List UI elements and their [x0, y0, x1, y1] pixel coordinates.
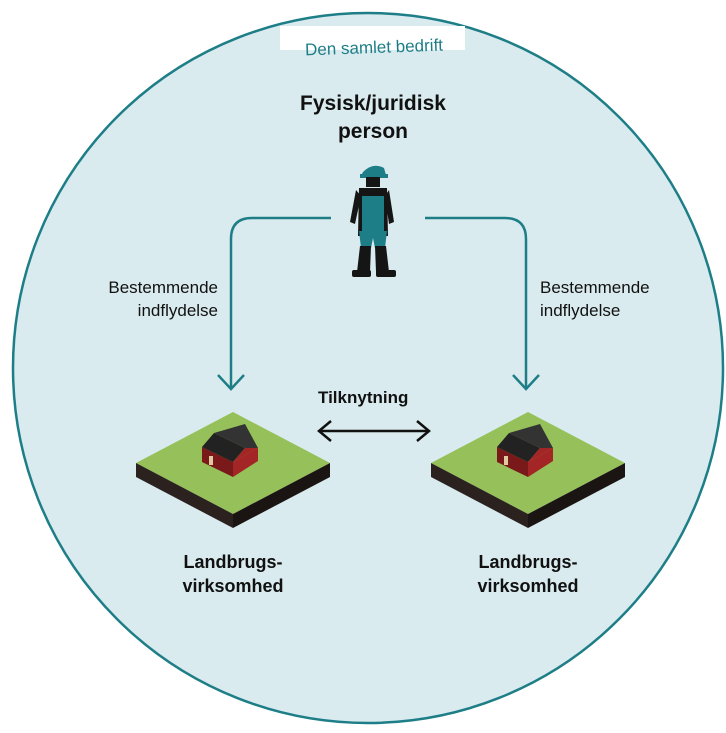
right-influence-line2: indflydelse	[540, 301, 621, 320]
left-influence-arrow	[229, 216, 331, 388]
left-influence-label: Bestemmende indflydelse	[86, 276, 218, 322]
right-farm-line2: virksomhed	[477, 576, 579, 596]
connection-label: Tilknytning	[318, 388, 409, 407]
right-influence-arrow	[425, 216, 528, 388]
left-influence-line1: Bestemmende	[108, 278, 218, 297]
circle-label: Den samlet bedrift	[305, 36, 444, 60]
left-farm-line2: virksomhed	[182, 576, 284, 596]
enterprise-circle	[11, 11, 725, 725]
right-farm-icon	[431, 412, 625, 528]
right-influence-label: Bestemmende indflydelse	[540, 276, 680, 322]
connection-double-arrow	[317, 420, 431, 442]
left-farm-line1: Landbrugs-	[183, 552, 283, 572]
person-title: Fysisk/juridisk person	[250, 90, 496, 146]
right-farm-line1: Landbrugs-	[478, 552, 578, 572]
left-farm-label: Landbrugs- virksomhed	[150, 550, 316, 598]
right-influence-line1: Bestemmende	[540, 278, 650, 297]
left-influence-line2: indflydelse	[137, 301, 218, 320]
person-title-line2: person	[337, 120, 408, 143]
person-title-line1: Fysisk/juridisk	[300, 92, 446, 115]
right-farm-label: Landbrugs- virksomhed	[445, 550, 611, 598]
left-farm-icon	[136, 412, 330, 528]
circle-label-gap	[280, 26, 465, 50]
farmer-icon	[350, 165, 396, 277]
right-arrowhead	[512, 374, 540, 391]
left-arrowhead	[217, 374, 245, 391]
